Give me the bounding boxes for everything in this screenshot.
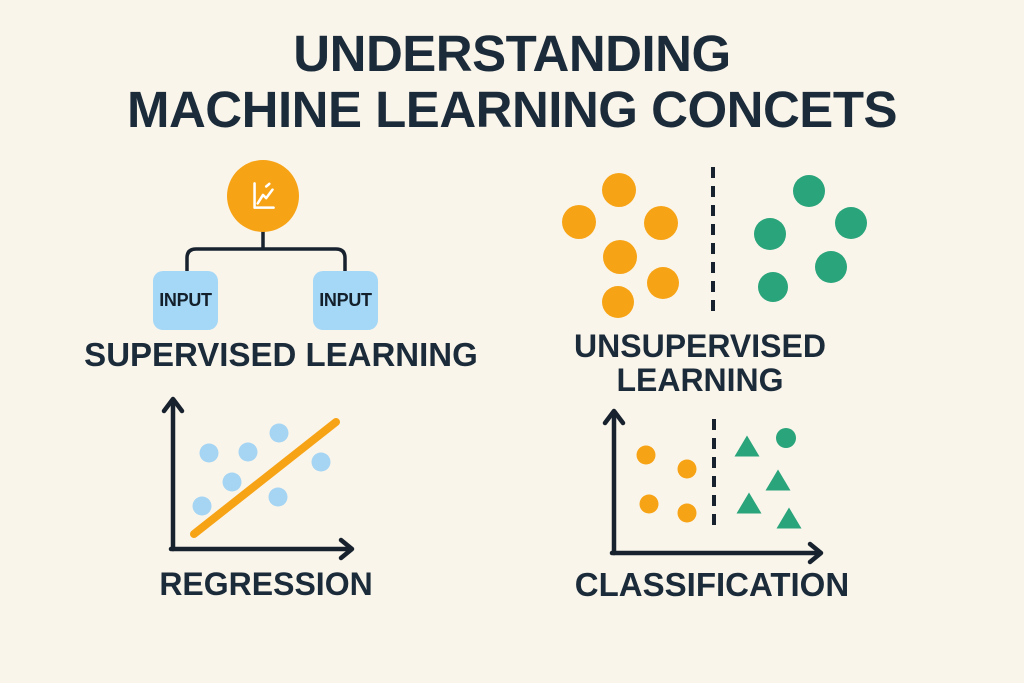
supervised-learning-label: SUPERVISED LEARNING xyxy=(84,336,478,373)
classification-label: CLASSIFICATION xyxy=(574,566,850,603)
regression-axes xyxy=(161,396,355,561)
line-chart-icon xyxy=(253,182,275,209)
input-box-left-label: INPUT xyxy=(159,290,212,310)
unsupervised-label-line-1: UNSUPERVISED xyxy=(574,328,826,364)
classification-orange-points xyxy=(636,445,697,523)
input-box-right: INPUT xyxy=(313,271,378,330)
tree-connector-lines xyxy=(185,228,347,274)
classification-axes xyxy=(602,408,824,565)
supervised-tree-connector xyxy=(185,228,347,274)
regression-trend-line xyxy=(190,418,340,538)
input-box-right-label: INPUT xyxy=(319,290,372,310)
classification-green-points xyxy=(734,428,802,529)
title-line-2: MACHINE LEARNING CONCETS xyxy=(126,81,898,139)
supervised-model-node xyxy=(227,160,299,232)
unsupervised-label-line-2: LEARNING xyxy=(616,362,784,399)
page-title: UNDERSTANDING MACHINE LEARNING CONCETS xyxy=(0,25,1024,139)
input-box-left: INPUT xyxy=(153,271,218,330)
regression-label: REGRESSION xyxy=(159,566,373,602)
unsupervised-green-cluster xyxy=(754,175,867,302)
unsupervised-learning-label: UNSUPERVISED LEARNING xyxy=(490,329,910,397)
regression-scatter-points xyxy=(192,423,331,516)
title-line-1: UNDERSTANDING xyxy=(293,25,731,82)
unsupervised-orange-cluster xyxy=(562,173,679,318)
